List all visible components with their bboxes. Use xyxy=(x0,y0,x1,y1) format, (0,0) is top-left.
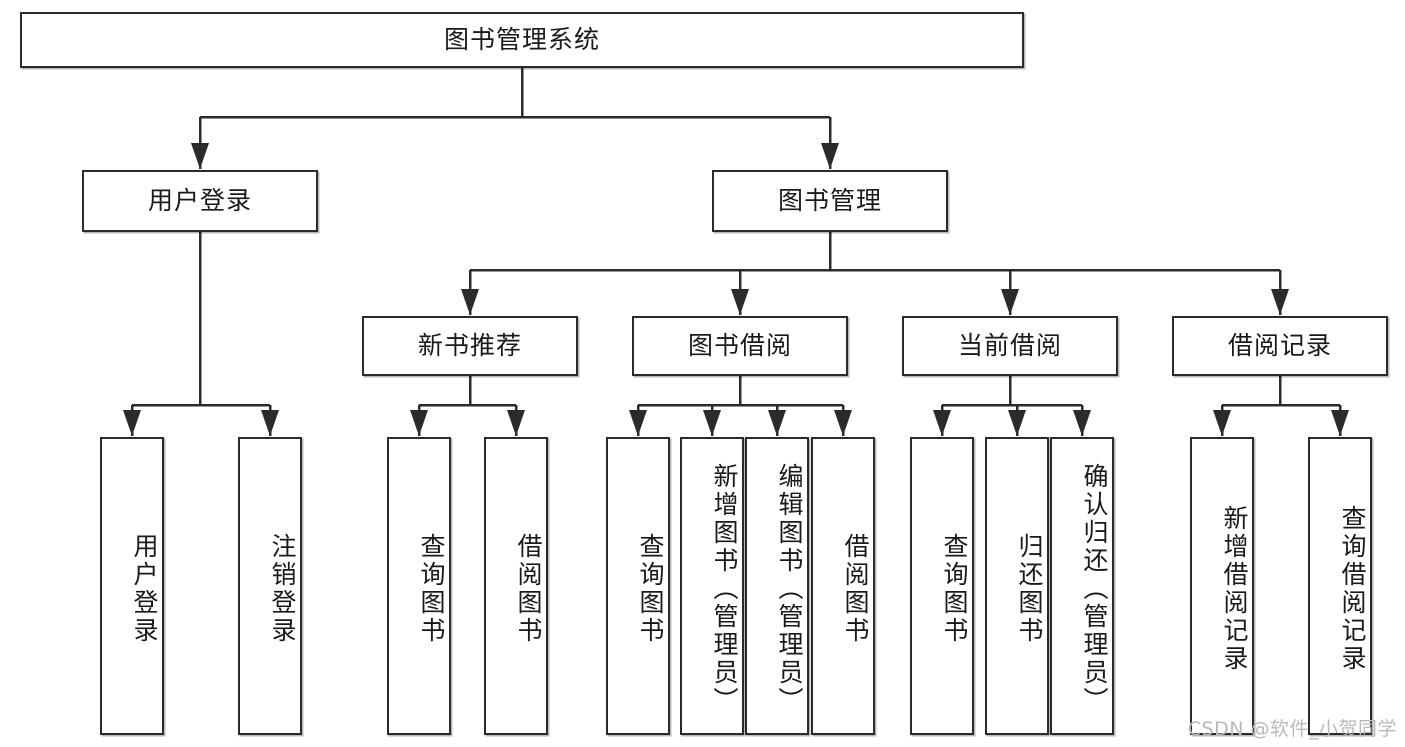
node-leaf-add-record[interactable]: 新增借阅记录 xyxy=(1190,437,1254,735)
node-label: 查询图书 xyxy=(636,533,665,645)
arrowhead-icon xyxy=(1001,289,1019,315)
arrowhead-icon xyxy=(123,410,141,436)
node-label: 归还图书 xyxy=(1015,533,1044,645)
csdn-watermark: CSDN @软件_小贺同学 xyxy=(1187,718,1397,740)
arrowhead-icon xyxy=(821,143,839,169)
arrowhead-icon xyxy=(1008,410,1026,436)
node-label: 借阅记录 xyxy=(1227,331,1332,361)
arrowhead-icon xyxy=(261,410,279,436)
node-label: 查询图书 xyxy=(417,533,446,645)
arrowhead-icon xyxy=(1331,410,1349,436)
node-root[interactable]: 图书管理系统 xyxy=(20,12,1024,68)
node-leaf-confirm-return[interactable]: 确认归还（管理员） xyxy=(1050,437,1114,735)
arrowhead-icon xyxy=(834,410,852,436)
node-current-borrow[interactable]: 当前借阅 xyxy=(902,316,1118,376)
node-label: 当前借阅 xyxy=(957,331,1062,361)
node-label: 图书借阅 xyxy=(687,331,792,361)
node-leaf-query-record[interactable]: 查询借阅记录 xyxy=(1308,437,1372,735)
node-leaf-logout[interactable]: 注销登录 xyxy=(238,437,302,735)
arrowhead-icon xyxy=(191,143,209,169)
arrowhead-icon xyxy=(410,410,428,436)
node-user-login[interactable]: 用户登录 xyxy=(82,170,318,232)
node-label: 查询图书 xyxy=(940,533,969,645)
node-leaf-query-book-1[interactable]: 查询图书 xyxy=(387,437,451,735)
node-label: 借阅图书 xyxy=(514,533,543,645)
arrowhead-icon xyxy=(731,289,749,315)
arrowhead-icon xyxy=(1271,289,1289,315)
node-leaf-borrow-book-1[interactable]: 借阅图书 xyxy=(484,437,548,735)
arrowhead-icon xyxy=(768,410,786,436)
node-label: 确认归还（管理员） xyxy=(1080,463,1109,715)
node-label: 借阅图书 xyxy=(841,533,870,645)
node-borrow-record[interactable]: 借阅记录 xyxy=(1172,316,1388,376)
node-label: 新书推荐 xyxy=(417,331,522,361)
node-leaf-edit-book[interactable]: 编辑图书（管理员） xyxy=(745,437,809,735)
node-leaf-query-book-3[interactable]: 查询图书 xyxy=(910,437,974,735)
node-label: 编辑图书（管理员） xyxy=(775,463,804,715)
node-label: 用户登录 xyxy=(130,533,159,645)
arrowhead-icon xyxy=(1213,410,1231,436)
node-label: 新增图书（管理员） xyxy=(710,463,739,715)
node-label: 注销登录 xyxy=(268,533,297,645)
node-leaf-return-book[interactable]: 归还图书 xyxy=(985,437,1049,735)
node-leaf-query-book-2[interactable]: 查询图书 xyxy=(606,437,670,735)
node-book-borrow[interactable]: 图书借阅 xyxy=(632,316,848,376)
node-leaf-borrow-book-2[interactable]: 借阅图书 xyxy=(811,437,875,735)
node-new-book-recommend[interactable]: 新书推荐 xyxy=(362,316,578,376)
node-label: 查询借阅记录 xyxy=(1338,505,1367,673)
arrowhead-icon xyxy=(703,410,721,436)
arrowhead-icon xyxy=(1073,410,1091,436)
node-label: 用户登录 xyxy=(147,186,252,216)
arrowhead-icon xyxy=(507,410,525,436)
node-label: 图书管理系统 xyxy=(443,25,600,55)
node-label: 新增借阅记录 xyxy=(1220,505,1249,673)
arrowhead-icon xyxy=(933,410,951,436)
node-leaf-user-login[interactable]: 用户登录 xyxy=(100,437,164,735)
node-label: 图书管理 xyxy=(777,186,882,216)
node-book-manage[interactable]: 图书管理 xyxy=(712,170,948,232)
arrowhead-icon xyxy=(629,410,647,436)
node-leaf-add-book[interactable]: 新增图书（管理员） xyxy=(680,437,744,735)
arrowhead-icon xyxy=(461,289,479,315)
